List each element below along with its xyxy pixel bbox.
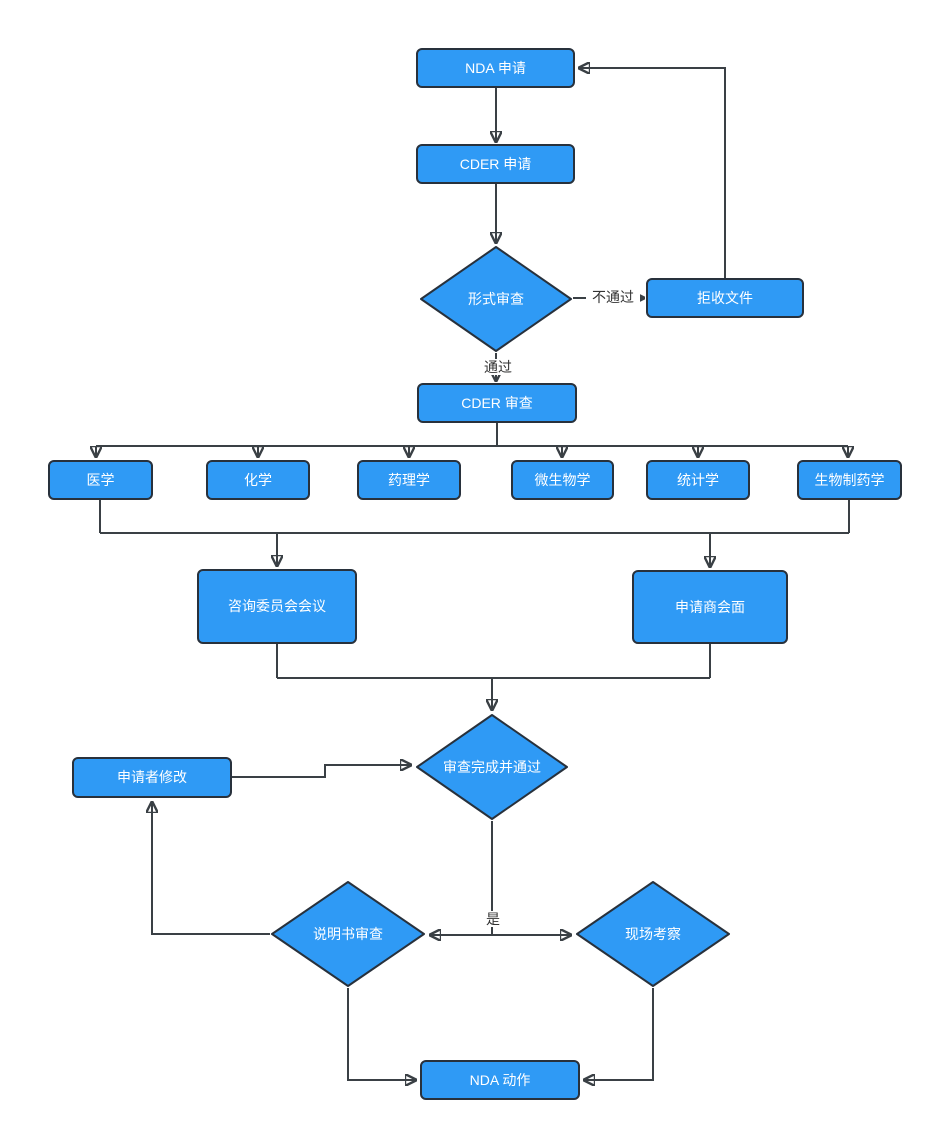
node-applicant-meeting-label: 申请商会面 [675,598,745,615]
node-advisory-committee-meeting-label: 咨询委员会会议 [228,598,326,615]
node-nda-action-label: NDA 动作 [469,1071,531,1088]
node-pharmacology: 药理学 [357,460,461,500]
node-chemistry-label: 化学 [244,471,272,488]
node-cder-review-label: CDER 审查 [461,394,533,411]
node-pharmacology-label: 药理学 [388,471,430,488]
node-reject-documents: 拒收文件 [646,278,804,318]
diamond-shape [576,881,730,987]
node-microbiology-label: 微生物学 [534,471,591,488]
edge-reject-documents-to-nda-application [578,68,726,278]
edge-label-review-to-applicant-revision [152,801,270,935]
diamond-shape [416,714,568,820]
edge-site-inspection-to-nda-action [583,988,654,1080]
node-nda-application: NDA 申请 [416,48,575,88]
node-biopharmaceutics-label: 生物制药学 [814,471,885,488]
node-applicant-meeting: 申请商会面 [632,570,788,644]
node-review-complete-passed-label: 审查完成并通过 [443,758,541,775]
node-medicine-label: 医学 [86,471,115,488]
edge-label-pass: 通过 [474,359,522,376]
node-nda-application-label: NDA 申请 [465,59,526,76]
edge-label-review-to-nda-action [347,988,417,1080]
node-medicine: 医学 [48,460,153,500]
diamond-shape [420,246,572,352]
edge-label-yes: 是 [481,911,505,928]
edge-label-fail: 不通过 [586,289,640,306]
node-statistics: 统计学 [646,460,750,500]
node-microbiology: 微生物学 [511,460,614,500]
node-reject-documents-label: 拒收文件 [697,289,753,306]
node-review-complete-passed: 审查完成并通过 [415,713,569,821]
node-cder-application: CDER 申请 [416,144,575,184]
edge-applicant-revision-to-review-complete [232,765,412,778]
node-advisory-committee-meeting: 咨询委员会会议 [197,569,357,644]
node-cder-review: CDER 审查 [417,383,577,423]
node-formal-review-label: 形式审查 [468,290,524,307]
node-label-review: 说明书审查 [270,880,426,988]
node-site-inspection: 现场考察 [575,880,731,988]
node-label-review-label: 说明书审查 [313,925,383,942]
node-applicant-revision-label: 申请者修改 [117,769,187,786]
node-applicant-revision: 申请者修改 [72,757,232,798]
diamond-shape [271,881,425,987]
node-cder-application-label: CDER 申请 [459,155,532,172]
node-site-inspection-label: 现场考察 [625,925,681,942]
node-statistics-label: 统计学 [677,471,719,488]
node-nda-action: NDA 动作 [420,1060,580,1100]
node-formal-review: 形式审查 [419,245,573,353]
node-biopharmaceutics: 生物制药学 [797,460,902,500]
node-chemistry: 化学 [206,460,310,500]
